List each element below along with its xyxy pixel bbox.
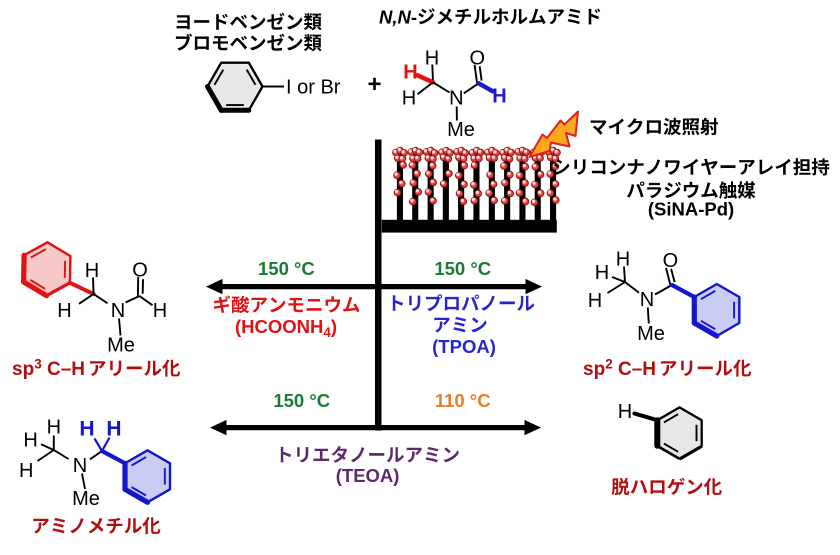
svg-text:Me: Me (72, 488, 100, 510)
svg-text:H: H (47, 417, 61, 439)
svg-text:+: + (367, 71, 381, 98)
svg-text:H: H (425, 48, 439, 70)
svg-text:H: H (402, 87, 416, 109)
svg-text:H: H (492, 86, 506, 108)
svg-text:H: H (85, 260, 99, 282)
svg-text:(SiNA-Pd): (SiNA-Pd) (648, 199, 734, 220)
svg-text:H: H (618, 401, 632, 423)
svg-text:H: H (23, 430, 37, 452)
svg-text:H: H (595, 262, 609, 284)
svg-text:sp3 C–H: sp3 C–H (12, 357, 85, 381)
svg-text:150 °C: 150 °C (273, 390, 330, 411)
svg-text:O: O (470, 48, 486, 70)
svg-text:Me: Me (637, 323, 665, 345)
svg-text:H: H (403, 61, 417, 83)
svg-text:150 °C: 150 °C (434, 258, 491, 279)
svg-text:Me: Me (447, 119, 475, 141)
svg-text:H: H (106, 418, 121, 441)
svg-text:H: H (19, 460, 33, 482)
svg-text:N: N (449, 87, 463, 109)
svg-text:(HCOONH4): (HCOONH4) (235, 316, 337, 340)
svg-text:N: N (73, 455, 87, 477)
svg-text:I or Br: I or Br (286, 77, 341, 99)
svg-text:N: N (111, 300, 125, 322)
svg-text:H: H (79, 418, 94, 441)
svg-text:N: N (640, 289, 654, 311)
svg-text:H: H (153, 300, 167, 322)
svg-text:H: H (57, 300, 71, 322)
svg-text:110 °C: 110 °C (435, 390, 491, 411)
svg-text:sp2 C–H: sp2 C–H (583, 357, 656, 381)
svg-text:H: H (616, 249, 630, 271)
svg-text:O: O (132, 260, 148, 282)
svg-text:(TEOA): (TEOA) (336, 465, 400, 486)
svg-text:N,N-: N,N- (379, 6, 417, 27)
svg-text:Me: Me (107, 334, 135, 356)
svg-text:O: O (663, 250, 679, 272)
svg-text:150 °C: 150 °C (258, 258, 315, 279)
svg-text:(TPOA): (TPOA) (432, 336, 496, 357)
svg-text:H: H (588, 290, 602, 312)
